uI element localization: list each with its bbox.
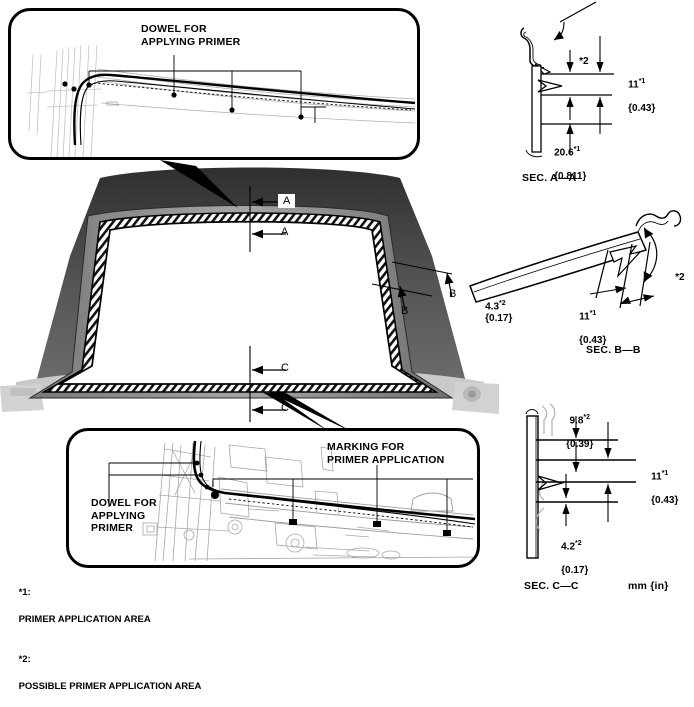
main-windshield-view: A A B B C C	[0, 160, 500, 432]
section-a-a: *2 11*1 {0.43} 20.6*1 {0.811} SEC. A—A	[500, 6, 694, 186]
glass-edge-line	[74, 75, 415, 145]
dim-inch: {0.39}	[566, 439, 593, 450]
top-callout-label: DOWEL FOR APPLYING PRIMER	[141, 23, 240, 48]
bottom-callout-label-left: DOWEL FOR APPLYING PRIMER	[91, 497, 157, 535]
footnote-text: POSSIBLE PRIMER APPLICATION AREA	[19, 681, 202, 692]
footnote-text: PRIMER APPLICATION AREA	[19, 614, 151, 625]
footnote-marker: *2:	[19, 654, 31, 665]
dim-value: 9.8	[569, 415, 583, 426]
bottom-callout-label-right: MARKING FOR PRIMER APPLICATION	[327, 441, 444, 466]
sec-a-a-title: SEC. A—A	[522, 172, 576, 184]
section-a-a-drawing	[500, 6, 694, 158]
units-note: mm {in}	[628, 580, 669, 592]
dim-value: 20.6	[554, 147, 573, 158]
dim-value: 11	[628, 79, 639, 90]
footnote-marker: *1:	[19, 587, 31, 598]
bottom-detail-callout: DOWEL FOR APPLYING PRIMER MARKING FOR PR…	[66, 428, 480, 568]
section-c-c: 9.8*2 {0.39} 11*1 {0.43} 4.2*2 {0.17} SE…	[500, 398, 694, 598]
dim-inch: {0.17}	[485, 313, 512, 324]
top-detail-callout: DOWEL FOR APPLYING PRIMER	[8, 8, 420, 160]
sec-c-c-title: SEC. C—C	[524, 580, 579, 592]
dim-sup: *1	[590, 310, 597, 317]
footnote-row: *2: POSSIBLE PRIMER APPLICATION AREA	[8, 640, 201, 707]
dim-value: 11	[579, 311, 590, 322]
dim-value: 4.2	[561, 541, 575, 552]
dim-sup: *2	[575, 540, 582, 547]
dim-sup: *1	[662, 470, 669, 477]
sec-b-b-title: SEC. B—B	[586, 344, 641, 356]
sec-a-dim-2: 20.6*1 {0.811}	[543, 132, 586, 195]
dim-inch: {0.17}	[561, 565, 588, 576]
sec-b-ref-marker: *2	[664, 260, 685, 296]
sec-a-dim-1: 11*1 {0.43}	[617, 64, 655, 127]
dim-inch: {0.43}	[651, 495, 678, 506]
footnotes-block: *1: PRIMER APPLICATION AREA *2: POSSIBLE…	[8, 572, 201, 707]
sec-a-ref-marker: *2	[568, 44, 589, 80]
section-marker-a-top: A	[278, 194, 295, 208]
dim-inch: {0.43}	[628, 103, 655, 114]
sec-b-dim-1: 4.3*2 {0.17}	[474, 286, 512, 337]
dowel-leader-lines	[89, 55, 326, 123]
glass-opening	[60, 222, 420, 384]
section-marker-b-upper: B	[449, 288, 456, 300]
sec-c-dim-2: 11*1 {0.43}	[640, 456, 678, 519]
dim-value: 4.3	[485, 301, 499, 312]
dim-sup: *2	[499, 300, 506, 307]
windshield-opening-drawing	[0, 160, 500, 432]
footnote-row: *1: PRIMER APPLICATION AREA	[8, 572, 201, 640]
sec-c-dim-1: 9.8*2 {0.39}	[555, 400, 593, 463]
section-b-b: *2 4.3*2 {0.17} 11*1 {0.43} SEC. B—B	[460, 196, 694, 360]
dim-value: 11	[651, 471, 662, 482]
dim-sup: *1	[574, 146, 581, 153]
section-marker-c-bottom: C	[281, 402, 289, 414]
dim-sup: *2	[583, 414, 590, 421]
dim-sup: *1	[639, 78, 646, 85]
section-marker-c-top: C	[281, 362, 289, 374]
section-marker-a-bottom: A	[281, 226, 288, 238]
section-marker-b-lower: B	[401, 305, 408, 317]
